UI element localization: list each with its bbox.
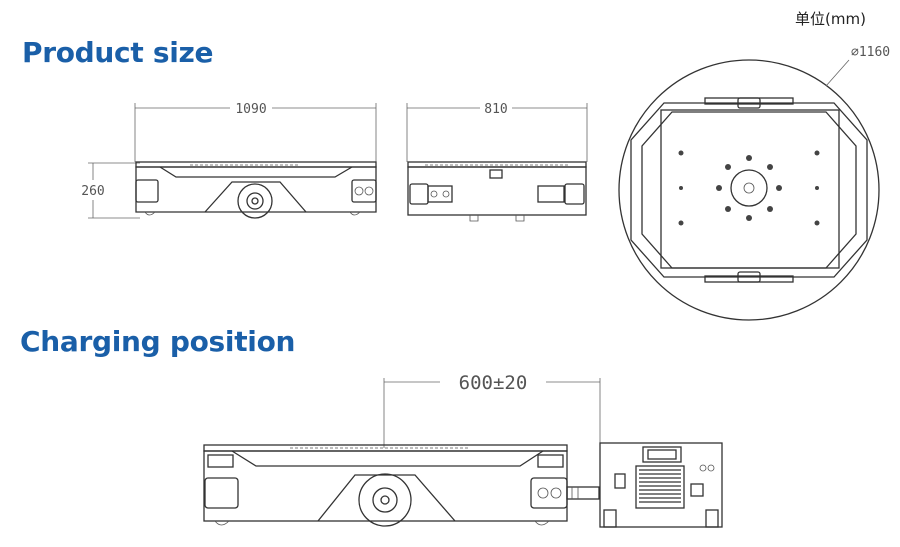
height-dimension: 260 [81,184,104,199]
front-view: 810 [406,102,588,222]
diameter-dimension: ⌀1160 [851,45,890,60]
charging-position-heading: Charging position [20,325,296,358]
charging-distance-dimension: 600±20 [459,372,528,394]
charging-view: 600±20 [203,372,723,528]
length-dimension: 1090 [235,102,266,117]
width-dimension: 810 [484,102,507,117]
unit-label: 单位(mm) [795,10,866,28]
product-size-heading: Product size [22,36,214,69]
top-view: ⌀1160 [618,45,890,321]
side-view: 1090 260 [81,102,377,219]
